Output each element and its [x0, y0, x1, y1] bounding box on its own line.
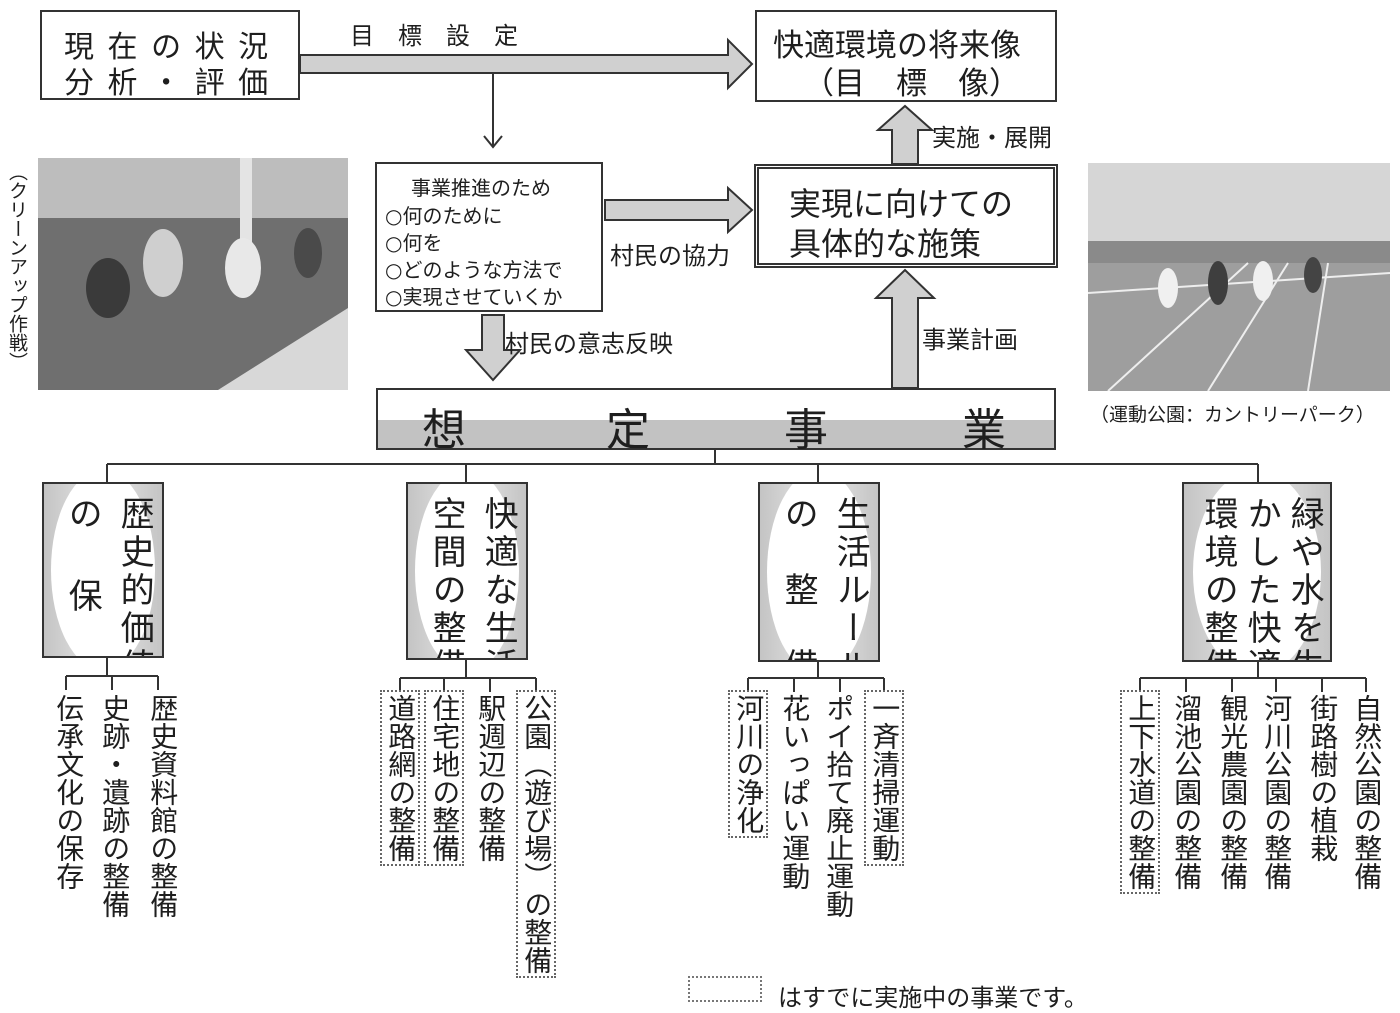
projects-char: 事 — [784, 405, 828, 456]
category-label: の 整 備 — [778, 496, 819, 662]
category-label: 環境の整備 — [1198, 496, 1239, 662]
promotion-box: 事業推進のため ○何のために ○何を ○どのような方法で ○実現させていくか — [375, 162, 603, 312]
analysis-line-1: 現 在 の 状 況 — [64, 30, 271, 65]
cleanup-photo — [38, 158, 348, 390]
will-arrow — [463, 314, 523, 382]
category-label: の 保 全 — [62, 496, 103, 658]
projects-char: 定 — [606, 405, 650, 456]
cooperation-label: 村民の協力 — [610, 242, 730, 270]
project-item: 公園（遊び場）の整備 — [515, 690, 557, 978]
projects-bar: 想 定 事 業 — [376, 388, 1056, 456]
project-item: 歴史資料館の整備 — [146, 694, 180, 918]
category-life-rules-box: 生活ルール の 整 備 — [758, 482, 880, 662]
goal-setting-label: 目 標 設 定 — [350, 22, 518, 50]
category-label: かした快適 — [1241, 496, 1282, 662]
promotion-item: ○どのような方法で — [385, 258, 563, 282]
promotion-title: 事業推進のため — [411, 176, 551, 200]
project-item: 住宅地の整備 — [423, 690, 465, 866]
category-living-space-box: 快適な生活 空間の整備 — [406, 482, 528, 660]
projects-char: 想 — [422, 405, 466, 456]
project-item: 自然公園の整備 — [1350, 694, 1384, 890]
ongoing-legend-text: はすでに実施中の事業です。 — [778, 984, 1088, 1012]
deploy-arrow — [875, 104, 935, 165]
project-item: 一斉清掃運動 — [863, 690, 905, 866]
sports-park-photo — [1088, 163, 1390, 391]
ongoing-legend-swatch — [688, 976, 762, 1002]
projects-char: 業 — [962, 405, 1006, 456]
project-item: 河川の浄化 — [727, 690, 769, 838]
deploy-label: 実施・展開 — [932, 124, 1052, 152]
project-item: 道路網の整備 — [379, 690, 421, 866]
vision-line-1: 快適環境の将来像 — [773, 28, 1021, 64]
project-item: 駅週辺の整備 — [474, 694, 508, 862]
category-label: 空間の整備 — [426, 496, 467, 660]
project-item: 観光農園の整備 — [1216, 694, 1250, 890]
promotion-item: ○実現させていくか — [385, 285, 563, 309]
project-item: ポイ拾て廃止運動 — [822, 694, 856, 918]
business-plan-label: 事業計画 — [922, 326, 1018, 354]
promotion-item: ○何のために — [385, 204, 503, 228]
measures-box: 実現に向けての 具体的な施策 — [754, 164, 1058, 268]
vision-box: 快適環境の将来像 （目 標 像） — [755, 10, 1057, 102]
project-item: 史跡・遺跡の整備 — [98, 694, 132, 918]
cooperation-arrow — [604, 185, 754, 235]
analysis-box: 現 在 の 状 況 分 析 ・ 評 価 — [40, 10, 300, 101]
cleanup-caption: （クリーンアップ作戦） — [6, 162, 28, 371]
measures-line-2: 具体的な施策 — [789, 225, 982, 263]
vision-line-2: （目 標 像） — [803, 66, 1020, 102]
category-green-water-box: 緑や水を生 かした快適 環境の整備 — [1182, 482, 1332, 662]
sports-park-caption: （運動公園：カントリーパーク） — [1090, 404, 1375, 426]
project-item: 街路樹の植栽 — [1306, 694, 1340, 862]
category-label: 快適な生活 — [478, 496, 519, 660]
promotion-item: ○何を — [385, 231, 443, 255]
project-item: 花いっぱい運動 — [778, 694, 812, 890]
project-item: 上下水道の整備 — [1119, 690, 1161, 894]
goal-arrow — [299, 37, 754, 91]
plan-arrow — [873, 268, 937, 389]
project-item: 伝承文化の保存 — [52, 694, 86, 890]
project-item: 溜池公園の整備 — [1170, 694, 1204, 890]
measures-line-1: 実現に向けての — [789, 185, 1014, 223]
will-reflection-label: 村民の意志反映 — [505, 330, 673, 358]
project-item: 河川公園の整備 — [1260, 694, 1294, 890]
category-history-box: 歴史的価値 の 保 全 — [42, 482, 164, 658]
category-label: 生活ルール — [830, 496, 871, 662]
analysis-line-2: 分 析 ・ 評 価 — [64, 66, 271, 101]
category-label: 歴史的価値 — [114, 496, 155, 658]
category-label: 緑や水を生 — [1284, 496, 1325, 662]
